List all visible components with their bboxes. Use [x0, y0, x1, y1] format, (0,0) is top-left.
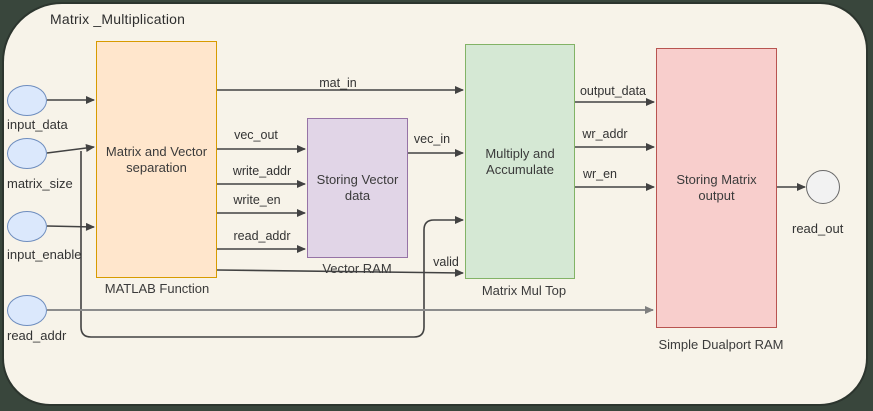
connector-valid[interactable]	[216, 268, 464, 277]
signal-label-write_addr: write_addr	[232, 164, 292, 178]
output-port-read_out[interactable]	[806, 170, 840, 204]
block-matrix-vector-separation[interactable]: Matrix and Vector separation	[96, 41, 217, 278]
caption-matrix-mul-top: Matrix Mul Top	[481, 283, 567, 298]
block-vector-ram[interactable]: Storing Vector data	[307, 118, 408, 258]
port-label-input_data: input_data	[7, 117, 68, 132]
block-label: Matrix and Vector separation	[105, 143, 208, 175]
signal-label-wr_addr: wr_addr	[582, 127, 628, 141]
signal-label-vec_in: vec_in	[413, 132, 451, 146]
block-label: Storing Matrix output	[676, 172, 757, 203]
block-storing-matrix-output[interactable]: Storing Matrix output	[656, 48, 777, 328]
connector-matrix_size[interactable]	[46, 144, 95, 154]
signal-label-mat_in: mat_in	[319, 76, 357, 90]
port-label-read_out: read_out	[792, 221, 844, 236]
signal-label-wr_en: wr_en	[582, 167, 618, 181]
port-label-matrix_size: matrix_size	[7, 176, 73, 191]
port-label-read_addr: read_addr	[7, 328, 67, 343]
block-label: Storing Vector data	[316, 172, 399, 203]
connector-matrix_size-branch[interactable]	[80, 151, 464, 338]
diagram-title: Matrix _Multiplication	[50, 11, 186, 27]
caption-simple-dualport-ram: Simple Dualport RAM	[658, 337, 784, 352]
signal-label-valid: valid	[433, 255, 459, 269]
input-port-read_addr[interactable]	[7, 295, 47, 326]
block-multiply-accumulate[interactable]: Multiply and Accumulate	[465, 44, 575, 279]
port-label-input_enable: input_enable	[7, 247, 82, 262]
signal-label-write_en: write_en	[233, 193, 281, 207]
signal-label-output_data: output_data	[579, 84, 647, 98]
caption-vector-ram: Vector RAM	[322, 261, 392, 276]
caption-matlab-function: MATLAB Function	[104, 281, 210, 296]
signal-label-vec_out: vec_out	[234, 128, 278, 142]
connector-input_enable[interactable]	[46, 222, 95, 231]
input-port-input_enable[interactable]	[7, 211, 47, 242]
signal-label-read_addr: read_addr	[233, 229, 291, 243]
input-port-input_data[interactable]	[7, 85, 47, 116]
input-port-matrix_size[interactable]	[7, 138, 47, 169]
block-label: Multiply and Accumulate	[485, 145, 555, 177]
